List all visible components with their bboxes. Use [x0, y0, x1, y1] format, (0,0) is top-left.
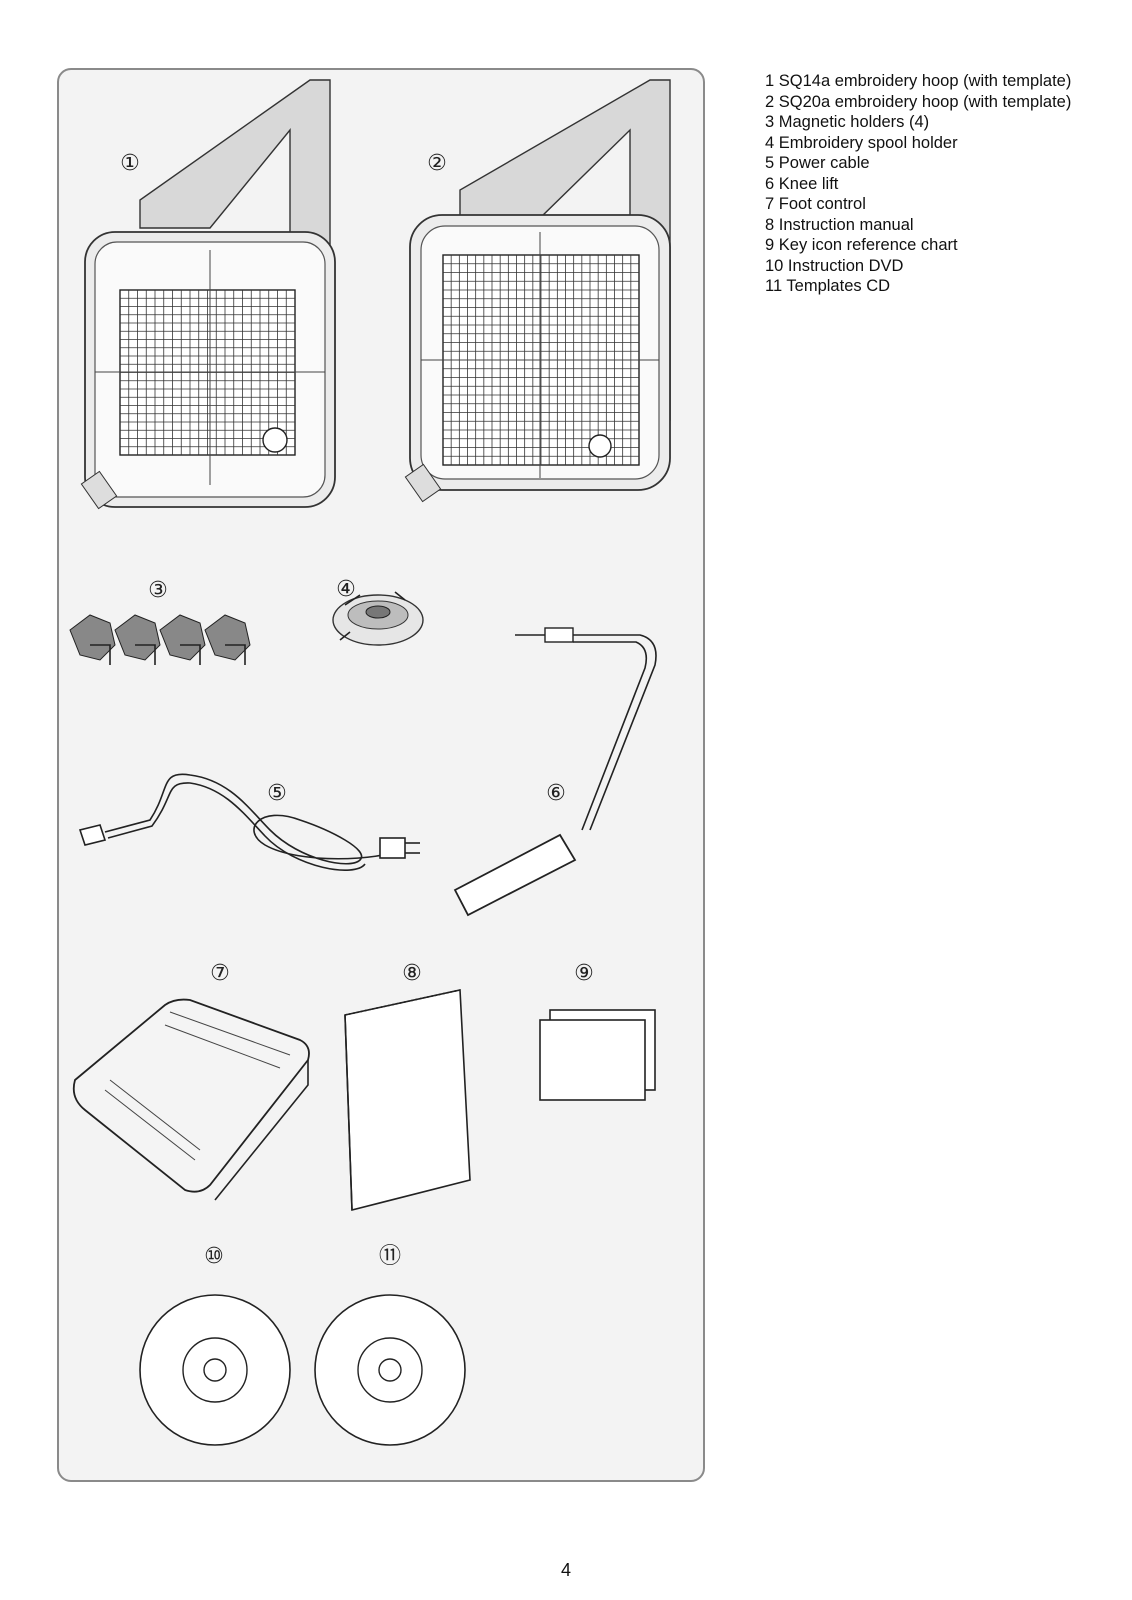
legend-item-4: 4 Embroidery spool holder: [765, 133, 958, 152]
legend-item-7: 7 Foot control: [765, 195, 866, 213]
sq14a-hoop-illustration: [80, 79, 336, 510]
marker-8: ⑧: [402, 961, 422, 986]
templates-cd-illustration: [314, 1294, 466, 1446]
foot-control-illustration: [72, 998, 310, 1201]
marker-4: ④: [336, 577, 356, 602]
key-icon-chart-illustration: [539, 1009, 656, 1101]
legend-item-5: 5 Power cable: [765, 154, 870, 172]
legend-item-10: 10 Instruction DVD: [765, 256, 904, 275]
instruction-manual-illustration: [344, 989, 471, 1212]
power-cable-illustration: [78, 773, 420, 871]
marker-6: ⑥: [546, 781, 566, 806]
legend-item-6: 6 Knee lift: [765, 174, 839, 193]
legend-item-8: 8 Instruction manual: [765, 215, 914, 234]
magnetic-holders-illustration: [69, 614, 251, 665]
marker-10: ⑩: [204, 1244, 224, 1269]
spool-holder-illustration: [332, 591, 424, 646]
accessories-legend: 1 SQ14a embroidery hoop (with template) …: [765, 71, 1095, 297]
knee-lift-illustration: [453, 627, 657, 917]
instruction-dvd-illustration: [139, 1294, 291, 1446]
marker-2: ②: [427, 151, 447, 176]
marker-7: ⑦: [210, 961, 230, 986]
marker-1: ①: [120, 151, 140, 176]
legend-item-3: 3 Magnetic holders (4): [765, 113, 930, 131]
legend-item-2: 2 SQ20a embroidery hoop (with template): [765, 92, 1072, 111]
legend-item-9: 9 Key icon reference chart: [765, 236, 958, 254]
legend-item-1: 1 SQ14a embroidery hoop (with template): [765, 72, 1072, 90]
marker-5: ⑤: [267, 781, 287, 806]
marker-11: ⑪: [379, 1244, 401, 1269]
legend-item-11: 11 Templates CD: [765, 277, 891, 295]
marker-3: ③: [148, 578, 168, 603]
marker-9: ⑨: [574, 961, 594, 986]
sq20a-hoop-illustration: [404, 79, 671, 503]
page-number: 4: [560, 1560, 571, 1580]
